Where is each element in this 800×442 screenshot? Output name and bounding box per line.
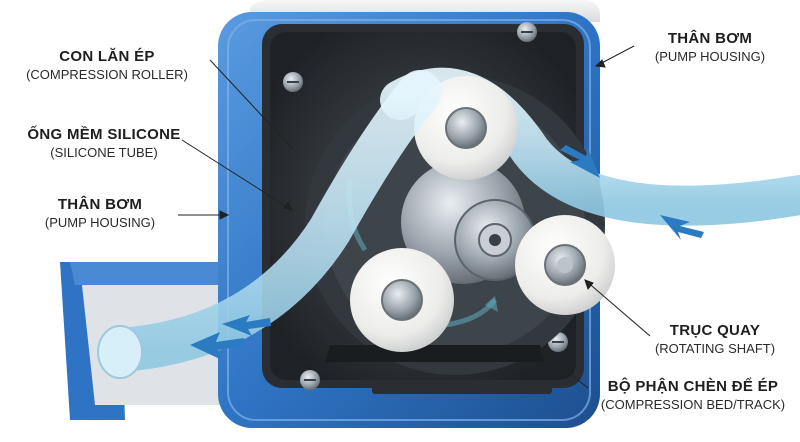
screw-icons bbox=[283, 22, 568, 390]
label-compression-roller-subtitle: (COMPRESSION ROLLER) bbox=[26, 66, 188, 82]
label-compression-bed-subtitle: (COMPRESSION BED/TRACK) bbox=[600, 396, 786, 412]
label-pump-housing-left-subtitle: (PUMP HOUSING) bbox=[44, 214, 156, 230]
label-silicone-tube-subtitle: (SILICONE TUBE) bbox=[50, 144, 158, 160]
silicone-tube-left bbox=[98, 70, 442, 372]
label-compression-bed: BỘ PHẬN CHÈN ĐỂ ÉP (COMPRESSION BED/TRAC… bbox=[590, 378, 796, 413]
label-pump-housing-right: THÂN BƠM (PUMP HOUSING) bbox=[630, 30, 790, 65]
compression-roller-bottom bbox=[350, 248, 454, 352]
flow-arrow-icons bbox=[190, 145, 704, 360]
label-compression-roller: CON LĂN ÉP (COMPRESSION ROLLER) bbox=[8, 48, 206, 83]
label-silicone-tube-title: ỐNG MỀM SILICONE bbox=[27, 126, 181, 143]
label-compression-bed-title: BỘ PHẬN CHÈN ĐỂ ÉP bbox=[607, 378, 779, 395]
label-rotating-shaft-title: TRỤC QUAY bbox=[669, 322, 761, 339]
label-compression-roller-title: CON LĂN ÉP bbox=[59, 48, 155, 65]
label-rotating-shaft: TRỤC QUAY (ROTATING SHAFT) bbox=[640, 322, 790, 357]
label-pump-housing-left-title: THÂN BƠM bbox=[57, 196, 143, 213]
label-rotating-shaft-subtitle: (ROTATING SHAFT) bbox=[654, 340, 776, 356]
label-pump-housing-right-title: THÂN BƠM bbox=[667, 30, 753, 47]
label-silicone-tube: ỐNG MỀM SILICONE (SILICONE TUBE) bbox=[6, 126, 202, 161]
compression-bed bbox=[325, 345, 545, 362]
label-pump-housing-left: THÂN BƠM (PUMP HOUSING) bbox=[20, 196, 180, 231]
compression-roller-top bbox=[414, 76, 518, 180]
label-pump-housing-right-subtitle: (PUMP HOUSING) bbox=[654, 48, 766, 64]
compression-roller-right bbox=[515, 215, 615, 315]
